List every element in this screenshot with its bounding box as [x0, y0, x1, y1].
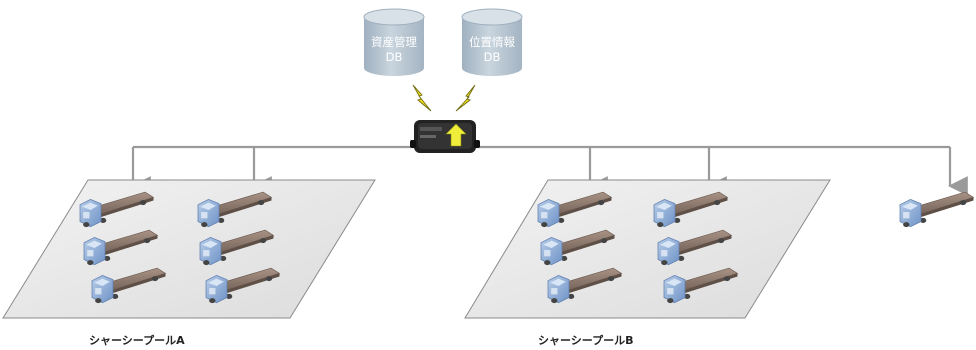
database-sublabel: DB [484, 50, 501, 64]
database-label: 資産管理 [371, 35, 417, 49]
lightning-icon [455, 84, 476, 112]
database-location-info: 位置情報 DB [461, 8, 523, 76]
database-label: 位置情報 [469, 35, 515, 49]
chassis-pool-b: シャーシープールB [464, 179, 831, 347]
gateway-device-icon [410, 120, 480, 153]
database-sublabel: DB [386, 50, 403, 64]
pool-floor [2, 179, 376, 319]
pool-floor [464, 179, 831, 319]
chassis-pool-a: シャーシープールA [2, 179, 376, 347]
pool-label: シャーシープールA [89, 333, 185, 347]
connection-lines [131, 145, 968, 196]
truck-chassis-icon [899, 191, 975, 228]
database-asset-management: 資産管理 DB [363, 8, 425, 76]
database-icon [363, 8, 425, 76]
pool-label: シャーシープールB [538, 333, 634, 347]
database-icon [461, 8, 523, 76]
lightning-icon [412, 84, 432, 112]
